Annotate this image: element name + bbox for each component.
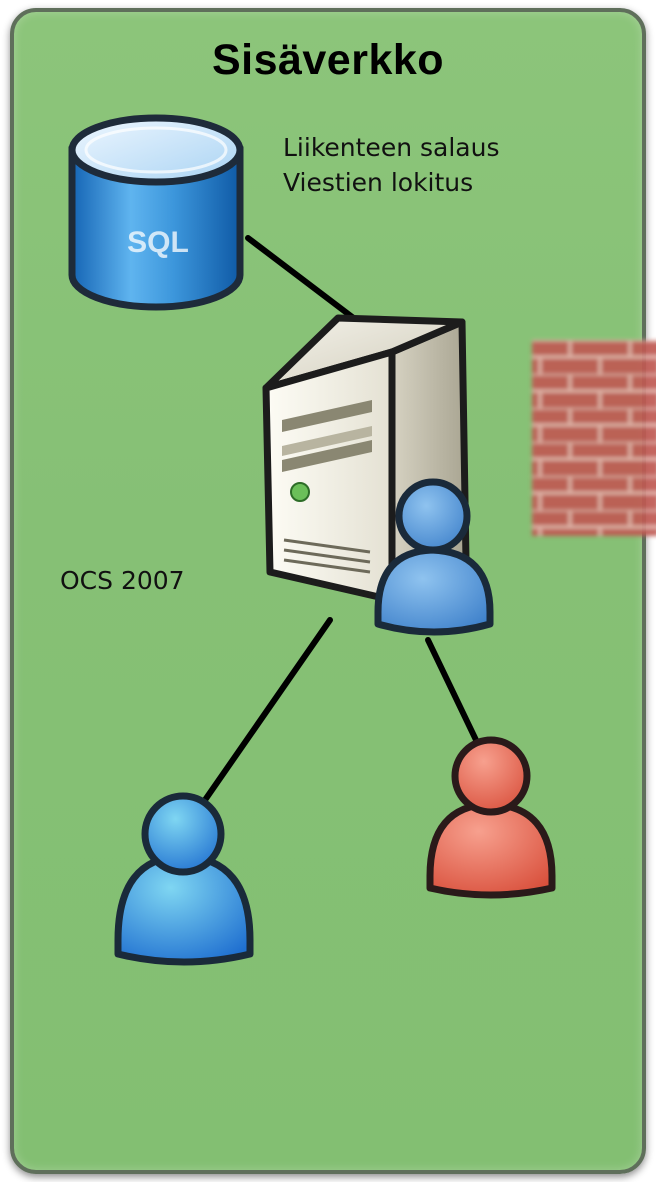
database-notes: Liikenteen salaus Viestien lokitus — [283, 130, 499, 200]
user-icon — [374, 478, 494, 636]
server-label: OCS 2007 — [60, 566, 185, 595]
sql-database-icon: SQL — [68, 114, 244, 311]
database-note-encryption: Liikenteen salaus — [283, 133, 500, 162]
network-title: Sisäverkko — [211, 36, 445, 84]
sql-label: SQL — [127, 226, 189, 259]
server-user-left-link — [202, 617, 333, 803]
database-note-logging: Viestien lokitus — [283, 168, 474, 197]
brick-wall-icon — [532, 340, 656, 536]
server-user-right-link — [425, 637, 479, 743]
user-icon — [426, 736, 556, 899]
user-icon — [114, 792, 254, 966]
